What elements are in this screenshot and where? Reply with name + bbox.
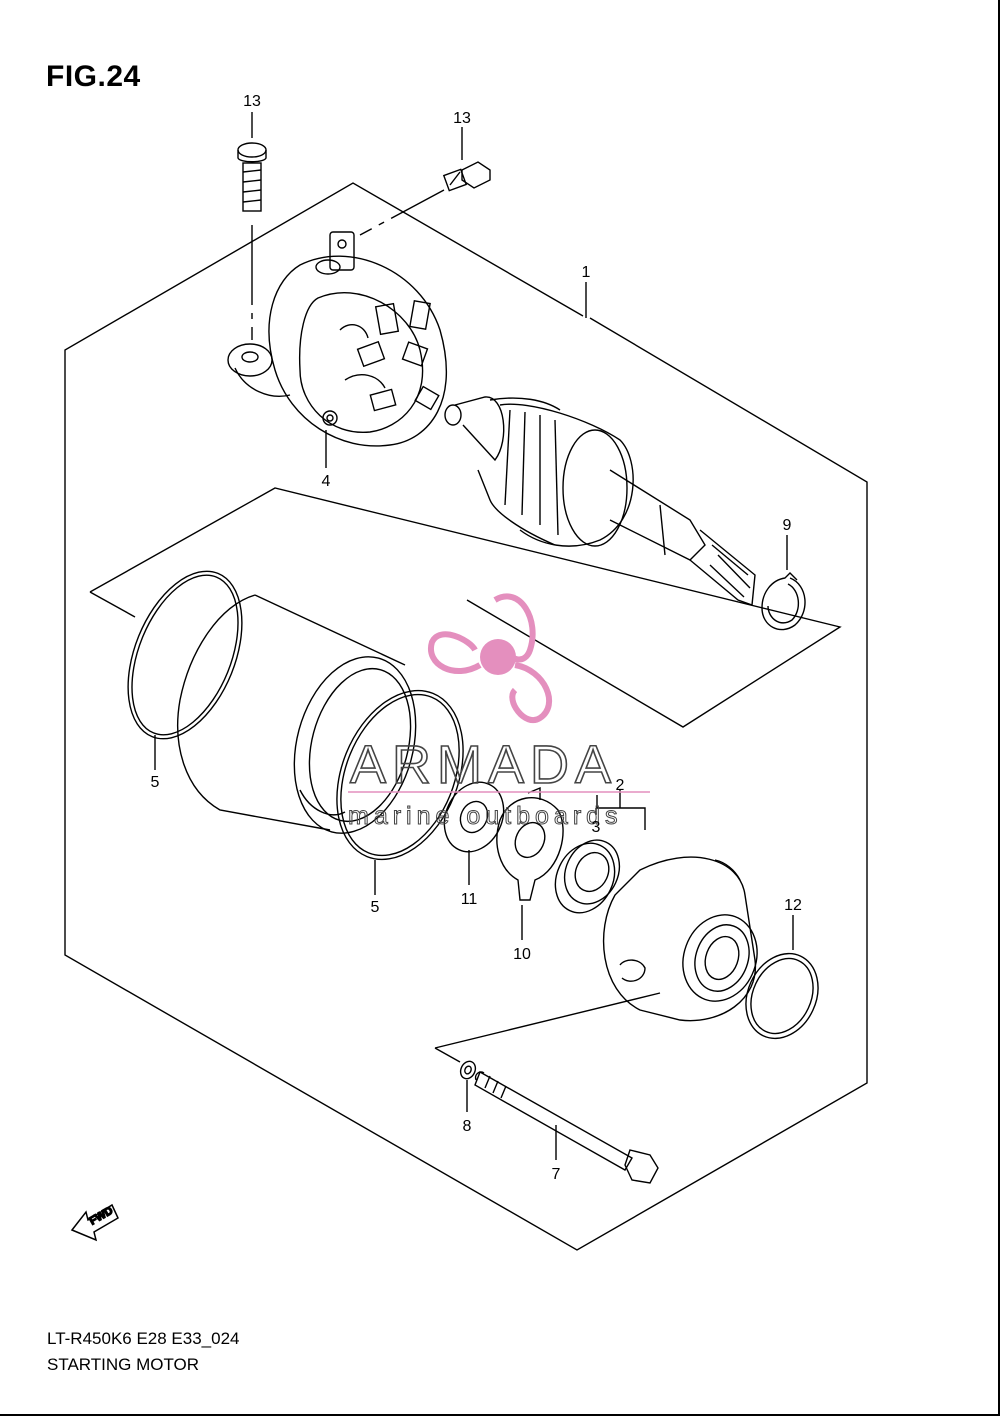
front-cover	[602, 856, 758, 1022]
assembly-name: STARTING MOTOR	[47, 1355, 200, 1374]
bolt-washer	[459, 1060, 477, 1080]
end-cover-frame	[434, 992, 661, 1049]
sub-assembly-outline	[89, 487, 842, 728]
mounting-bolt	[237, 142, 267, 212]
watermark-tagline: marine outboards	[348, 802, 623, 830]
lock-plate	[496, 796, 564, 901]
armada-logo	[348, 593, 650, 793]
o-ring-front	[127, 570, 243, 740]
cover-o-ring	[745, 952, 819, 1040]
model-code: LT-R450K6 E28 E33_024	[47, 1329, 240, 1348]
callout-11: 12	[784, 897, 802, 914]
circlip	[761, 572, 806, 631]
figure-title: FIG.24	[46, 60, 141, 93]
oil-seal	[554, 842, 616, 914]
callout-6: 7	[552, 1166, 561, 1183]
brush-holder-assembly	[227, 231, 448, 447]
callout-3: 3	[592, 819, 601, 836]
callout-7: 8	[463, 1118, 472, 1135]
callout-2: 2	[616, 777, 625, 794]
callout-4: 4	[322, 473, 331, 490]
callout-5-rear: 5	[371, 899, 380, 916]
assembly-outline	[64, 182, 868, 1251]
callout-5-front: 5	[151, 774, 160, 791]
thrust-washer	[443, 781, 505, 853]
callout-13: 13	[453, 110, 471, 127]
watermark-brand: ARMADA	[350, 735, 617, 795]
callout-8: 9	[783, 517, 792, 534]
terminal-screw	[442, 161, 491, 192]
forward-direction-icon: FWD	[70, 1203, 119, 1242]
callout-1: 1	[582, 264, 591, 281]
armature	[444, 396, 756, 606]
callout-10: 11	[461, 891, 478, 908]
callout-9: 10	[513, 946, 531, 963]
callout-12: 13	[243, 93, 261, 110]
through-bolt	[474, 1070, 659, 1184]
